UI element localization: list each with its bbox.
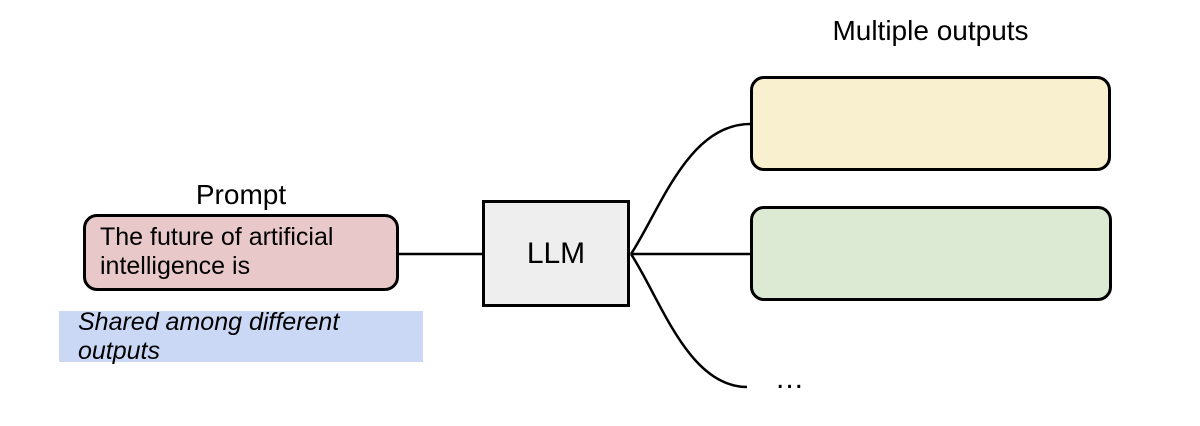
- prompt-heading: Prompt: [195, 179, 287, 210]
- connector-llm-to-output-1: [629, 122, 751, 255]
- llm-label: LLM: [526, 236, 586, 270]
- outputs-heading: Multiple outputs: [832, 15, 1029, 46]
- shared-annotation-text: Shared among different outputs: [78, 307, 340, 365]
- output-node-2: [750, 206, 1112, 301]
- output-node-1: [750, 76, 1111, 171]
- connector-llm-to-more-outputs: [629, 253, 748, 389]
- shared-annotation: Shared among different outputs: [59, 308, 423, 365]
- prompt-text: The future of artificial intelligence is: [100, 223, 334, 280]
- more-outputs-ellipsis: ...: [776, 362, 805, 395]
- llm-node: LLM: [482, 200, 630, 307]
- prompt-node: The future of artificial intelligence is: [83, 214, 399, 291]
